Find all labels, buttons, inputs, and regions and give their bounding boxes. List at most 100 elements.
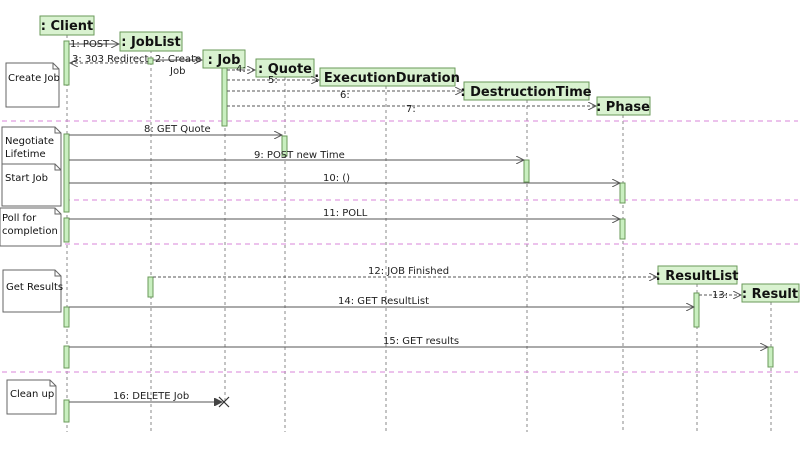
message-label: 6: — [340, 90, 350, 101]
activation-bar — [619, 182, 626, 204]
message-7: 7: — [227, 104, 596, 115]
activation-bar — [281, 135, 288, 157]
participant-destruction: : DestructionTime — [460, 81, 592, 101]
participant-job: : Job — [202, 49, 246, 69]
participant-box — [657, 265, 738, 285]
participant-box — [463, 81, 590, 101]
note-text: Negotiate — [5, 136, 54, 147]
activation-bar — [523, 159, 530, 183]
message-10: 10: () — [69, 173, 620, 184]
note-text: Create Job — [8, 73, 60, 84]
note-shape — [1, 163, 62, 207]
message-label: 13: — [712, 290, 728, 301]
note-fold — [54, 164, 61, 171]
participant-label: : ExecutionDuration — [314, 71, 460, 86]
message-label: 8: GET Quote — [144, 124, 211, 135]
participant-label: : JobList — [121, 35, 181, 50]
note-text: Lifetime — [5, 149, 46, 160]
note-start-job: Start Job — [1, 163, 62, 207]
activation-bar — [63, 306, 70, 328]
message-label: 11: POLL — [323, 208, 368, 219]
note-shape — [6, 379, 57, 415]
message-12: 12: JOB Finished — [153, 266, 657, 277]
note-create-job: Create Job — [5, 62, 60, 108]
note-text: completion — [2, 226, 58, 237]
activation-bar — [147, 57, 154, 65]
message-label: 14: GET ResultList — [338, 296, 429, 307]
activation-bar — [63, 399, 70, 423]
participant-label: : Result — [742, 287, 798, 302]
message-2: 2: Create Job — [153, 54, 202, 77]
note-fold — [52, 63, 59, 70]
message-label: 5: — [268, 75, 278, 86]
message-16: 16: DELETE Job — [69, 391, 230, 408]
note-fold — [54, 270, 61, 277]
participant-resultlist: : ResultList — [656, 265, 739, 285]
message-label: 12: JOB Finished — [368, 266, 449, 277]
message-13: 13: — [699, 290, 741, 301]
participant-label: : Client — [41, 19, 93, 34]
activation-bar — [619, 218, 626, 240]
participant-client: : Client — [39, 15, 95, 36]
message-label-line2: Job — [169, 66, 185, 77]
note-text: Start Job — [5, 173, 48, 184]
message-11: 11: POLL — [69, 208, 620, 219]
participant-box — [202, 49, 246, 69]
message-label: 16: DELETE Job — [113, 391, 189, 402]
participant-label: : Job — [208, 53, 241, 68]
activation-bar — [693, 292, 700, 328]
note-poll-for-completion: Poll for completion — [0, 207, 62, 247]
participant-label: : Quote — [258, 62, 312, 77]
message-label: 2: Create — [155, 54, 201, 65]
message-6: 6: — [227, 90, 463, 101]
message-8: 8: GET Quote — [69, 124, 282, 135]
note-text: Clean up — [10, 389, 54, 400]
note-fold — [54, 208, 61, 215]
message-label: 9: POST new Time — [254, 150, 345, 161]
note-clean-up: Clean up — [6, 379, 57, 415]
message-5: 5: — [227, 75, 319, 86]
participant-joblist: : JobList — [119, 31, 183, 52]
destroy-x-icon — [218, 396, 230, 408]
message-label: 3: 303 Redirect — [72, 54, 148, 65]
note-fold — [54, 127, 61, 134]
participant-quote: : Quote — [255, 58, 315, 78]
participant-box — [319, 67, 456, 87]
message-3: 3: 303 Redirect — [70, 54, 148, 65]
participant-label: : ResultList — [656, 269, 739, 284]
message-label: 7: — [406, 104, 416, 115]
participant-phase: : Phase — [596, 96, 651, 116]
note-text: Get Results — [6, 282, 63, 293]
participant-box — [596, 96, 651, 116]
participant-box — [255, 58, 315, 78]
note-fold — [49, 380, 56, 387]
participant-label: : DestructionTime — [460, 85, 591, 100]
participant-box — [741, 283, 800, 303]
activation-bar — [147, 276, 154, 298]
message-1: 1: POST — [69, 39, 119, 50]
message-15: 15: GET results — [69, 336, 768, 347]
participant-box — [119, 31, 183, 52]
participant-result: : Result — [741, 283, 800, 303]
phase-separators — [2, 120, 798, 373]
note-shape — [0, 207, 62, 247]
message-label: 4: — [236, 64, 246, 75]
message-4: 4: — [227, 64, 255, 75]
note-shape — [5, 62, 60, 108]
participant-execduration: : ExecutionDuration — [314, 67, 460, 87]
message-14: 14: GET ResultList — [69, 296, 694, 307]
note-get-results: Get Results — [2, 269, 63, 313]
message-label: 1: POST — [70, 39, 110, 50]
message-label: 10: () — [323, 173, 350, 184]
participant-label: : Phase — [596, 100, 650, 115]
message-label: 15: GET results — [383, 336, 459, 347]
activation-bar — [221, 65, 228, 127]
activation-bar — [767, 346, 774, 368]
participant-box — [39, 15, 95, 36]
activation-bar — [63, 133, 70, 213]
message-9: 9: POST new Time — [69, 150, 524, 161]
activation-bar — [63, 345, 70, 369]
activation-bar — [63, 40, 70, 86]
note-shape — [2, 269, 62, 313]
